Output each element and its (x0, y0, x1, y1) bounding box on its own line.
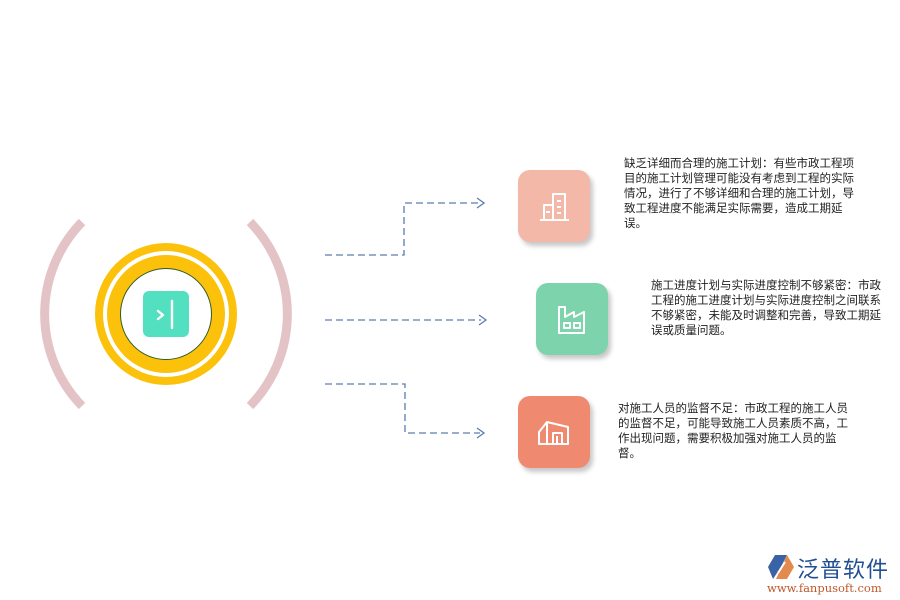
item-2-description: 施工进度计划与实际进度控制不够紧密：市政工程的施工进度计划与实际进度控制之间联系… (651, 278, 881, 337)
watermark: 泛普软件 www.fanpusoft.com (765, 552, 895, 597)
arrow-head-top (476, 197, 486, 209)
watermark-url: www.fanpusoft.com (767, 581, 882, 595)
terminal-arrow-icon (143, 291, 189, 337)
watermark-brand: 泛普软件 (797, 558, 890, 583)
arrow-head-middle (478, 314, 488, 326)
office-building-icon (540, 193, 569, 221)
connector-top (325, 202, 480, 256)
item-3-description: 对施工人员的监督不足：市政工程的施工人员的监督不足，可能导致施工人员素质不高，工… (618, 401, 848, 460)
arrow-head-bottom (476, 427, 486, 439)
warehouse-icon (538, 421, 569, 445)
factory-icon (558, 306, 585, 334)
item-1-description: 缺乏详细而合理的施工计划：有些市政工程项目的施工计划管理可能没有考虑到工程的实际… (624, 156, 854, 230)
central-hub (95, 243, 237, 385)
right-bracket-arc (246, 218, 292, 410)
item-2-icon-box (536, 283, 608, 355)
item-3-icon-box (518, 396, 590, 468)
item-1-icon-box (518, 170, 590, 242)
fanpu-logo-icon (768, 555, 794, 579)
connector-bottom (325, 383, 480, 434)
left-bracket-arc (40, 218, 86, 410)
